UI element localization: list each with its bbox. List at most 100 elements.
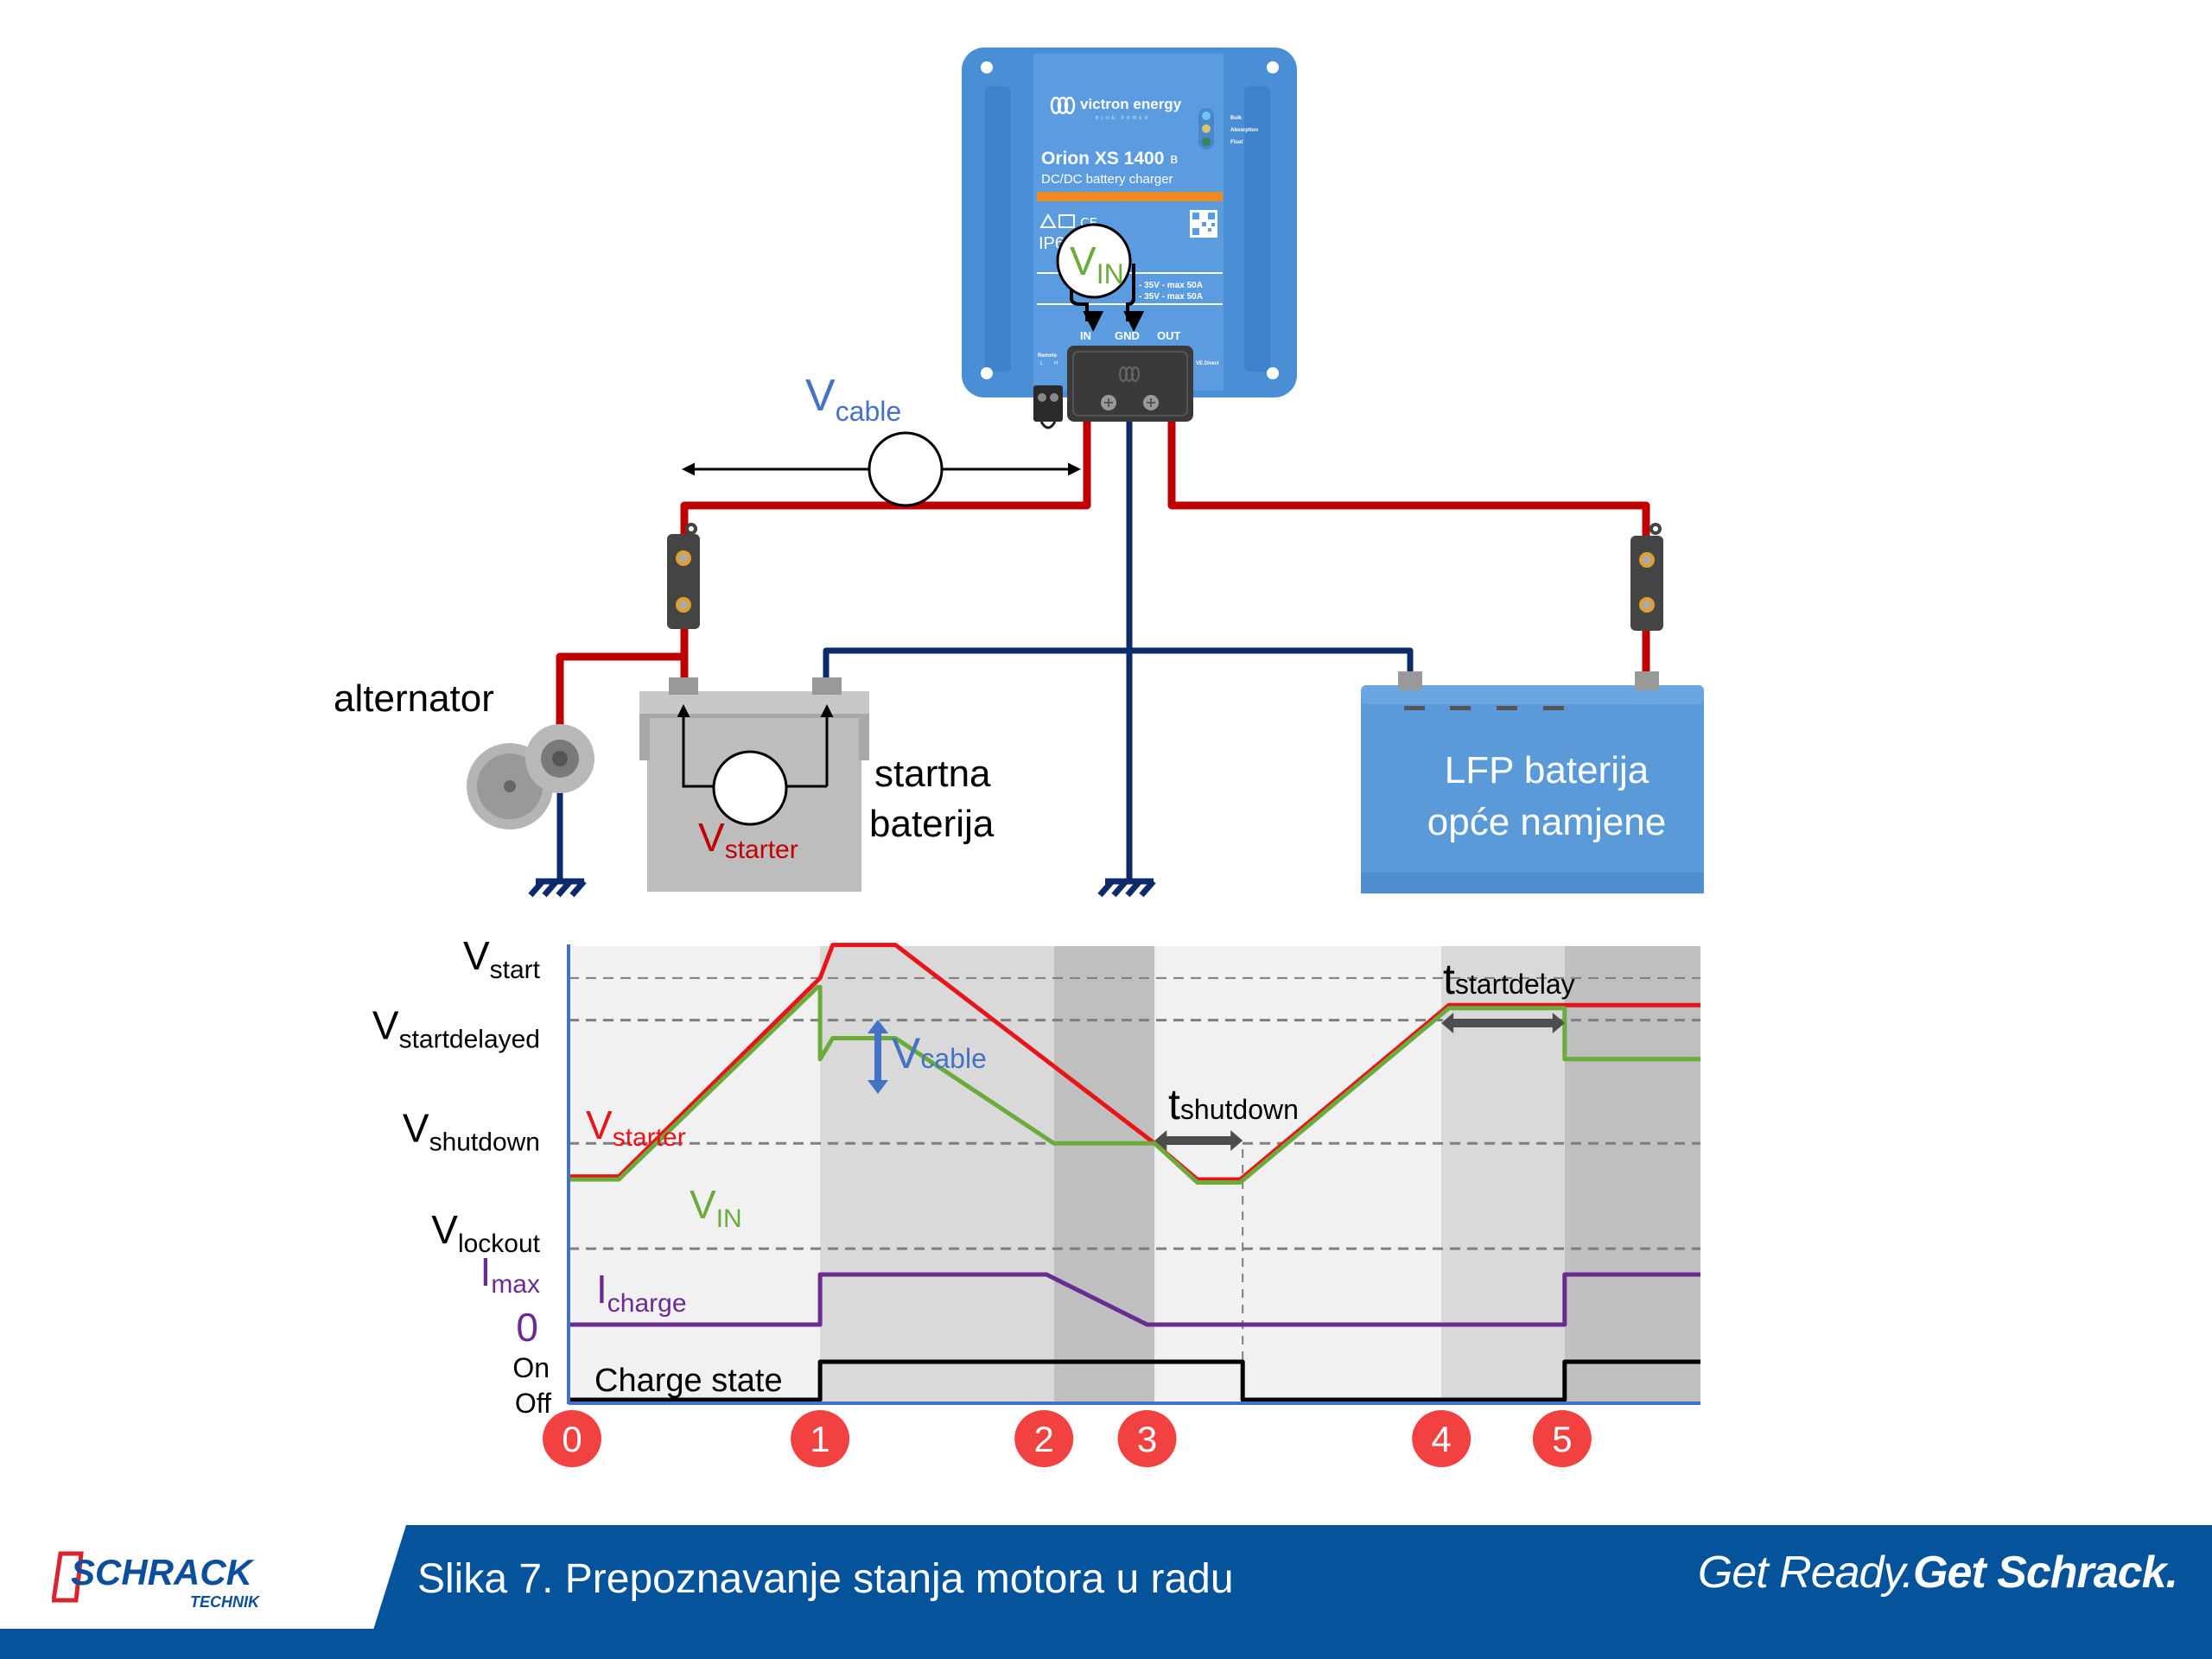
vin-meter-icon xyxy=(1056,223,1132,299)
vedirect-label: VE.Direct xyxy=(1196,361,1219,366)
y-label-vstart: Vstart xyxy=(463,933,541,984)
terminal-label-in: IN xyxy=(1080,329,1091,342)
annotation-vcable: Vcable xyxy=(892,1029,987,1077)
tshutdown-arrow-icon xyxy=(1154,1130,1243,1151)
time-marker-badge-icon xyxy=(1117,1410,1177,1467)
vstarter-label: Vstarter xyxy=(698,815,798,864)
starter-battery-label-line2: baterija xyxy=(869,803,995,845)
series-label-vstarter: Vstarter xyxy=(586,1103,686,1152)
y-label-vlockout: Vlockout xyxy=(431,1207,540,1258)
time-marker-3: 3 xyxy=(1117,1410,1177,1467)
time-marker-5: 5 xyxy=(1532,1410,1592,1467)
series-vstarter xyxy=(569,943,1700,1182)
vcable-label: Vcable xyxy=(805,371,901,427)
y-label-on: On xyxy=(512,1352,550,1383)
time-marker-label: 2 xyxy=(1034,1419,1054,1459)
charger-model: Orion XS 1400 xyxy=(1041,149,1164,168)
series-label-vin: VIN xyxy=(690,1182,742,1233)
led-label-absorption: Absorption xyxy=(1230,128,1258,133)
annotation-tshutdown: tshutdown xyxy=(1168,1080,1299,1128)
remote-label: Remote xyxy=(1038,353,1058,359)
phase-band-4 xyxy=(1441,946,1565,1403)
y-label-imax: Imax xyxy=(480,1249,540,1299)
led-float-icon xyxy=(1202,137,1211,146)
time-marker-2: 2 xyxy=(1014,1410,1074,1467)
ground-icon xyxy=(1097,878,1156,898)
battery-terminal-positive xyxy=(669,677,698,695)
time-marker-badge-icon xyxy=(543,1410,601,1467)
victron-logo-icon xyxy=(1119,366,1140,382)
terminal-label-out: OUT xyxy=(1157,329,1181,342)
cable-positive-out xyxy=(1167,422,1650,676)
lfp-label-line1: LFP baterija xyxy=(1445,749,1649,791)
qr-code-icon xyxy=(1190,210,1217,238)
mount-hole-icon xyxy=(981,367,993,379)
slogan: Get Ready.Get Schrack. xyxy=(1697,1547,2178,1599)
ground-icon xyxy=(528,878,587,898)
series-vin xyxy=(569,984,1700,1185)
logo-main: SCHRACK xyxy=(71,1552,255,1592)
remote-pin-l: L xyxy=(1040,361,1044,366)
logo-sub: TECHNIK xyxy=(190,1593,261,1611)
series-label-charge-state: Charge state xyxy=(594,1363,783,1399)
charger-brand-sub: BLUE POWER xyxy=(1096,116,1150,121)
time-marker-label: 4 xyxy=(1431,1419,1451,1459)
lfp-battery: LFP baterija opće namjene xyxy=(1361,671,1704,893)
vcable-meter: Vcable xyxy=(682,371,1081,507)
footer-logo-area xyxy=(0,1525,406,1629)
ip-rating: IP6 xyxy=(1039,234,1065,253)
time-marker-badge-icon xyxy=(791,1410,850,1467)
time-marker-0: 0 xyxy=(543,1410,601,1467)
mount-hole-icon xyxy=(1267,367,1279,379)
y-label-off: Off xyxy=(515,1388,551,1419)
orange-stripe xyxy=(1037,192,1223,201)
time-marker-badge-icon xyxy=(1532,1410,1592,1467)
time-marker-label: 5 xyxy=(1552,1419,1572,1459)
slogan-bold: Get Schrack. xyxy=(1913,1548,2178,1598)
vstarter-meter-icon xyxy=(712,750,788,826)
cable-positive-in xyxy=(680,422,1091,683)
tstartdelay-arrow-icon xyxy=(1441,1013,1565,1033)
battery-terminal-negative xyxy=(812,677,842,695)
led-label-float: Float xyxy=(1230,140,1243,145)
slogan-light: Get Ready. xyxy=(1697,1548,1914,1598)
y-axis-labels: VstartVstartdelayedVshutdownVlockoutImax… xyxy=(372,933,551,1419)
phase-band-1 xyxy=(820,946,1054,1403)
annotation-tstartdelay: tstartdelay xyxy=(1443,955,1575,1003)
y-label-vshutdown: Vshutdown xyxy=(403,1105,540,1156)
time-marker-label: 0 xyxy=(562,1419,582,1459)
phase-band-3 xyxy=(1154,946,1442,1403)
orion-charger: victron energy BLUE POWER Bulk Absorptio… xyxy=(962,48,1297,429)
mount-hole-icon xyxy=(981,61,993,73)
bluetooth-icon: ʙ xyxy=(1170,150,1178,167)
starter-battery-label-line1: startna xyxy=(874,753,991,795)
battery-terminal-positive xyxy=(1635,671,1659,690)
time-markers: 0 1 2 3 4 5 xyxy=(543,1410,1592,1467)
time-marker-badge-icon xyxy=(1014,1410,1074,1467)
charger-brand: victron energy xyxy=(1080,96,1182,112)
spec-line-2: - 35V - max 50A xyxy=(1139,292,1203,302)
series-charge-state xyxy=(569,1359,1700,1402)
victron-logo-icon xyxy=(1050,96,1076,115)
vcable-meter-icon xyxy=(868,431,944,507)
manual-icon xyxy=(1058,214,1075,228)
spec-line-1: - 35V - max 50A xyxy=(1139,281,1203,290)
time-marker-label: 1 xyxy=(810,1419,830,1459)
series-icharge xyxy=(569,1272,1700,1327)
terminal-block xyxy=(1067,346,1193,422)
charger-description: DC/DC battery charger xyxy=(1041,172,1173,187)
phase-bands xyxy=(569,946,1700,1403)
vin-meter-label: VIN xyxy=(1070,238,1124,289)
fuse-icon xyxy=(667,523,700,629)
phase-band-5 xyxy=(1564,946,1700,1403)
schrack-logo: SCHRACK TECHNIK xyxy=(52,1551,261,1611)
series-label-icharge: Icharge xyxy=(596,1267,687,1318)
time-marker-badge-icon xyxy=(1412,1410,1471,1467)
figure-caption: Slika 7. Prepoznavanje stanja motora u r… xyxy=(417,1556,1234,1602)
mount-hole-icon xyxy=(1267,61,1279,73)
fuse-icon xyxy=(1630,523,1663,631)
terminal-label-gnd: GND xyxy=(1115,329,1140,342)
